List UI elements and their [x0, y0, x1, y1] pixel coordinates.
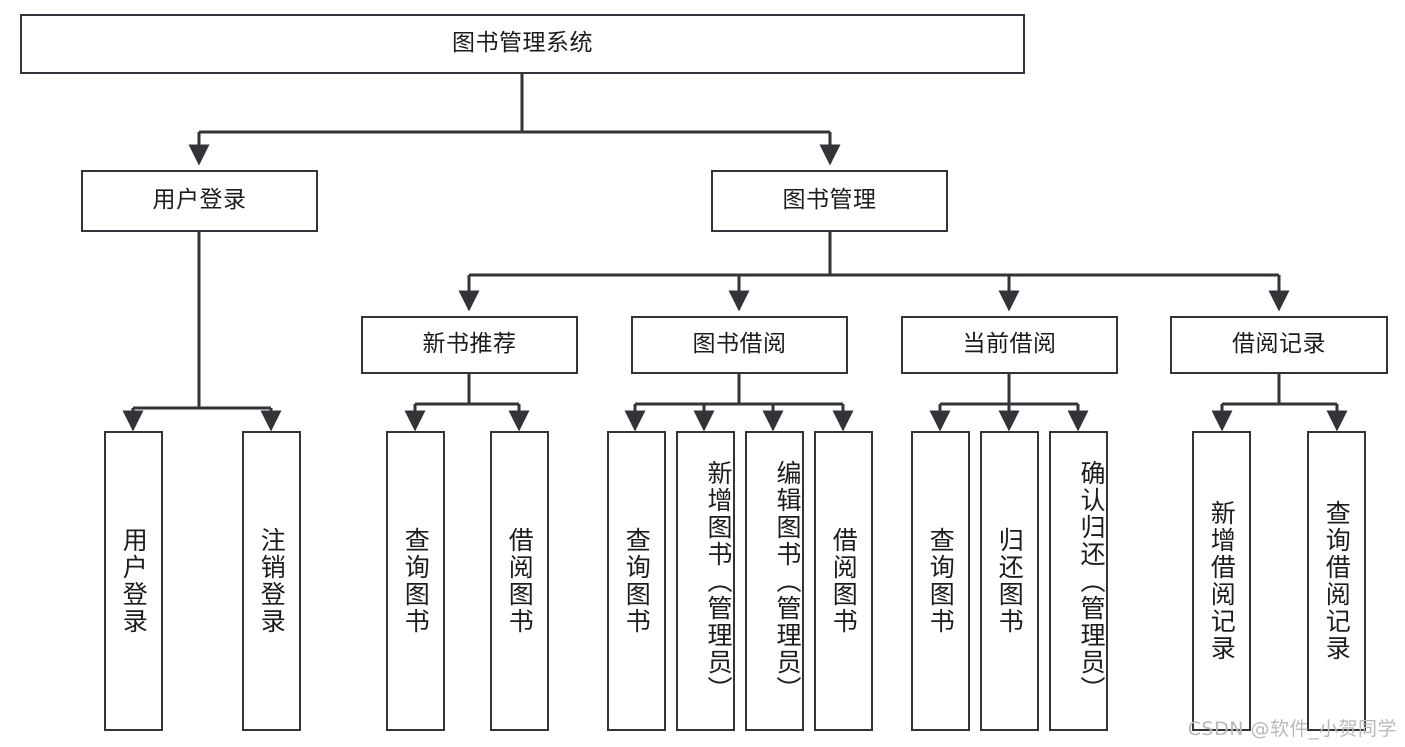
node-user-login[interactable]: 用户登录: [81, 170, 318, 232]
node-label: 图书借阅: [692, 331, 787, 358]
node-label: 用户登录: [152, 187, 247, 214]
node-label: 编辑图书（管理员）: [773, 459, 802, 703]
node-label: 查询借阅记录: [1322, 500, 1352, 662]
node-label: 借阅记录: [1232, 331, 1326, 358]
node-label: 图书管理系统: [452, 30, 593, 57]
node-label: 当前借阅: [962, 331, 1057, 358]
node-root-system[interactable]: 图书管理系统: [20, 14, 1025, 74]
leaf-borrow-book-borrowing[interactable]: 借阅图书: [814, 431, 873, 731]
node-label: 用户登录: [119, 527, 149, 635]
node-label: 新增图书（管理员）: [704, 459, 733, 703]
leaf-add-book-admin[interactable]: 新增图书（管理员）: [676, 431, 735, 731]
node-label: 查询图书: [926, 527, 956, 635]
node-new-book-recommendation[interactable]: 新书推荐: [361, 316, 578, 374]
csdn-watermark: CSDN @软件_小贺同学: [1187, 718, 1397, 740]
node-book-borrowing[interactable]: 图书借阅: [631, 316, 848, 374]
node-label: 确认归还（管理员）: [1077, 459, 1106, 703]
node-borrowing-record[interactable]: 借阅记录: [1170, 316, 1388, 374]
node-label: 借阅图书: [505, 527, 535, 635]
leaf-borrow-book-recommendation[interactable]: 借阅图书: [490, 431, 549, 731]
leaf-return-book[interactable]: 归还图书: [980, 431, 1039, 731]
leaf-query-book-recommendation[interactable]: 查询图书: [386, 431, 445, 731]
node-label: 新书推荐: [422, 331, 517, 358]
node-label: 查询图书: [622, 527, 652, 635]
node-label: 借阅图书: [829, 527, 859, 635]
leaf-query-borrowing-record[interactable]: 查询借阅记录: [1307, 431, 1366, 731]
leaf-query-book-current[interactable]: 查询图书: [911, 431, 970, 731]
leaf-add-borrowing-record[interactable]: 新增借阅记录: [1192, 431, 1251, 731]
node-label: 注销登录: [257, 527, 287, 635]
node-label: 查询图书: [401, 527, 431, 635]
node-current-borrowing[interactable]: 当前借阅: [901, 316, 1118, 374]
leaf-user-login[interactable]: 用户登录: [104, 431, 163, 731]
node-label: 图书管理: [782, 187, 877, 214]
node-book-management[interactable]: 图书管理: [711, 170, 948, 232]
leaf-query-book-borrowing[interactable]: 查询图书: [607, 431, 666, 731]
leaf-logout[interactable]: 注销登录: [242, 431, 301, 731]
leaf-edit-book-admin[interactable]: 编辑图书（管理员）: [745, 431, 804, 731]
leaf-confirm-return-admin[interactable]: 确认归还（管理员）: [1049, 431, 1108, 731]
node-label: 新增借阅记录: [1207, 500, 1237, 662]
node-label: 归还图书: [995, 527, 1025, 635]
